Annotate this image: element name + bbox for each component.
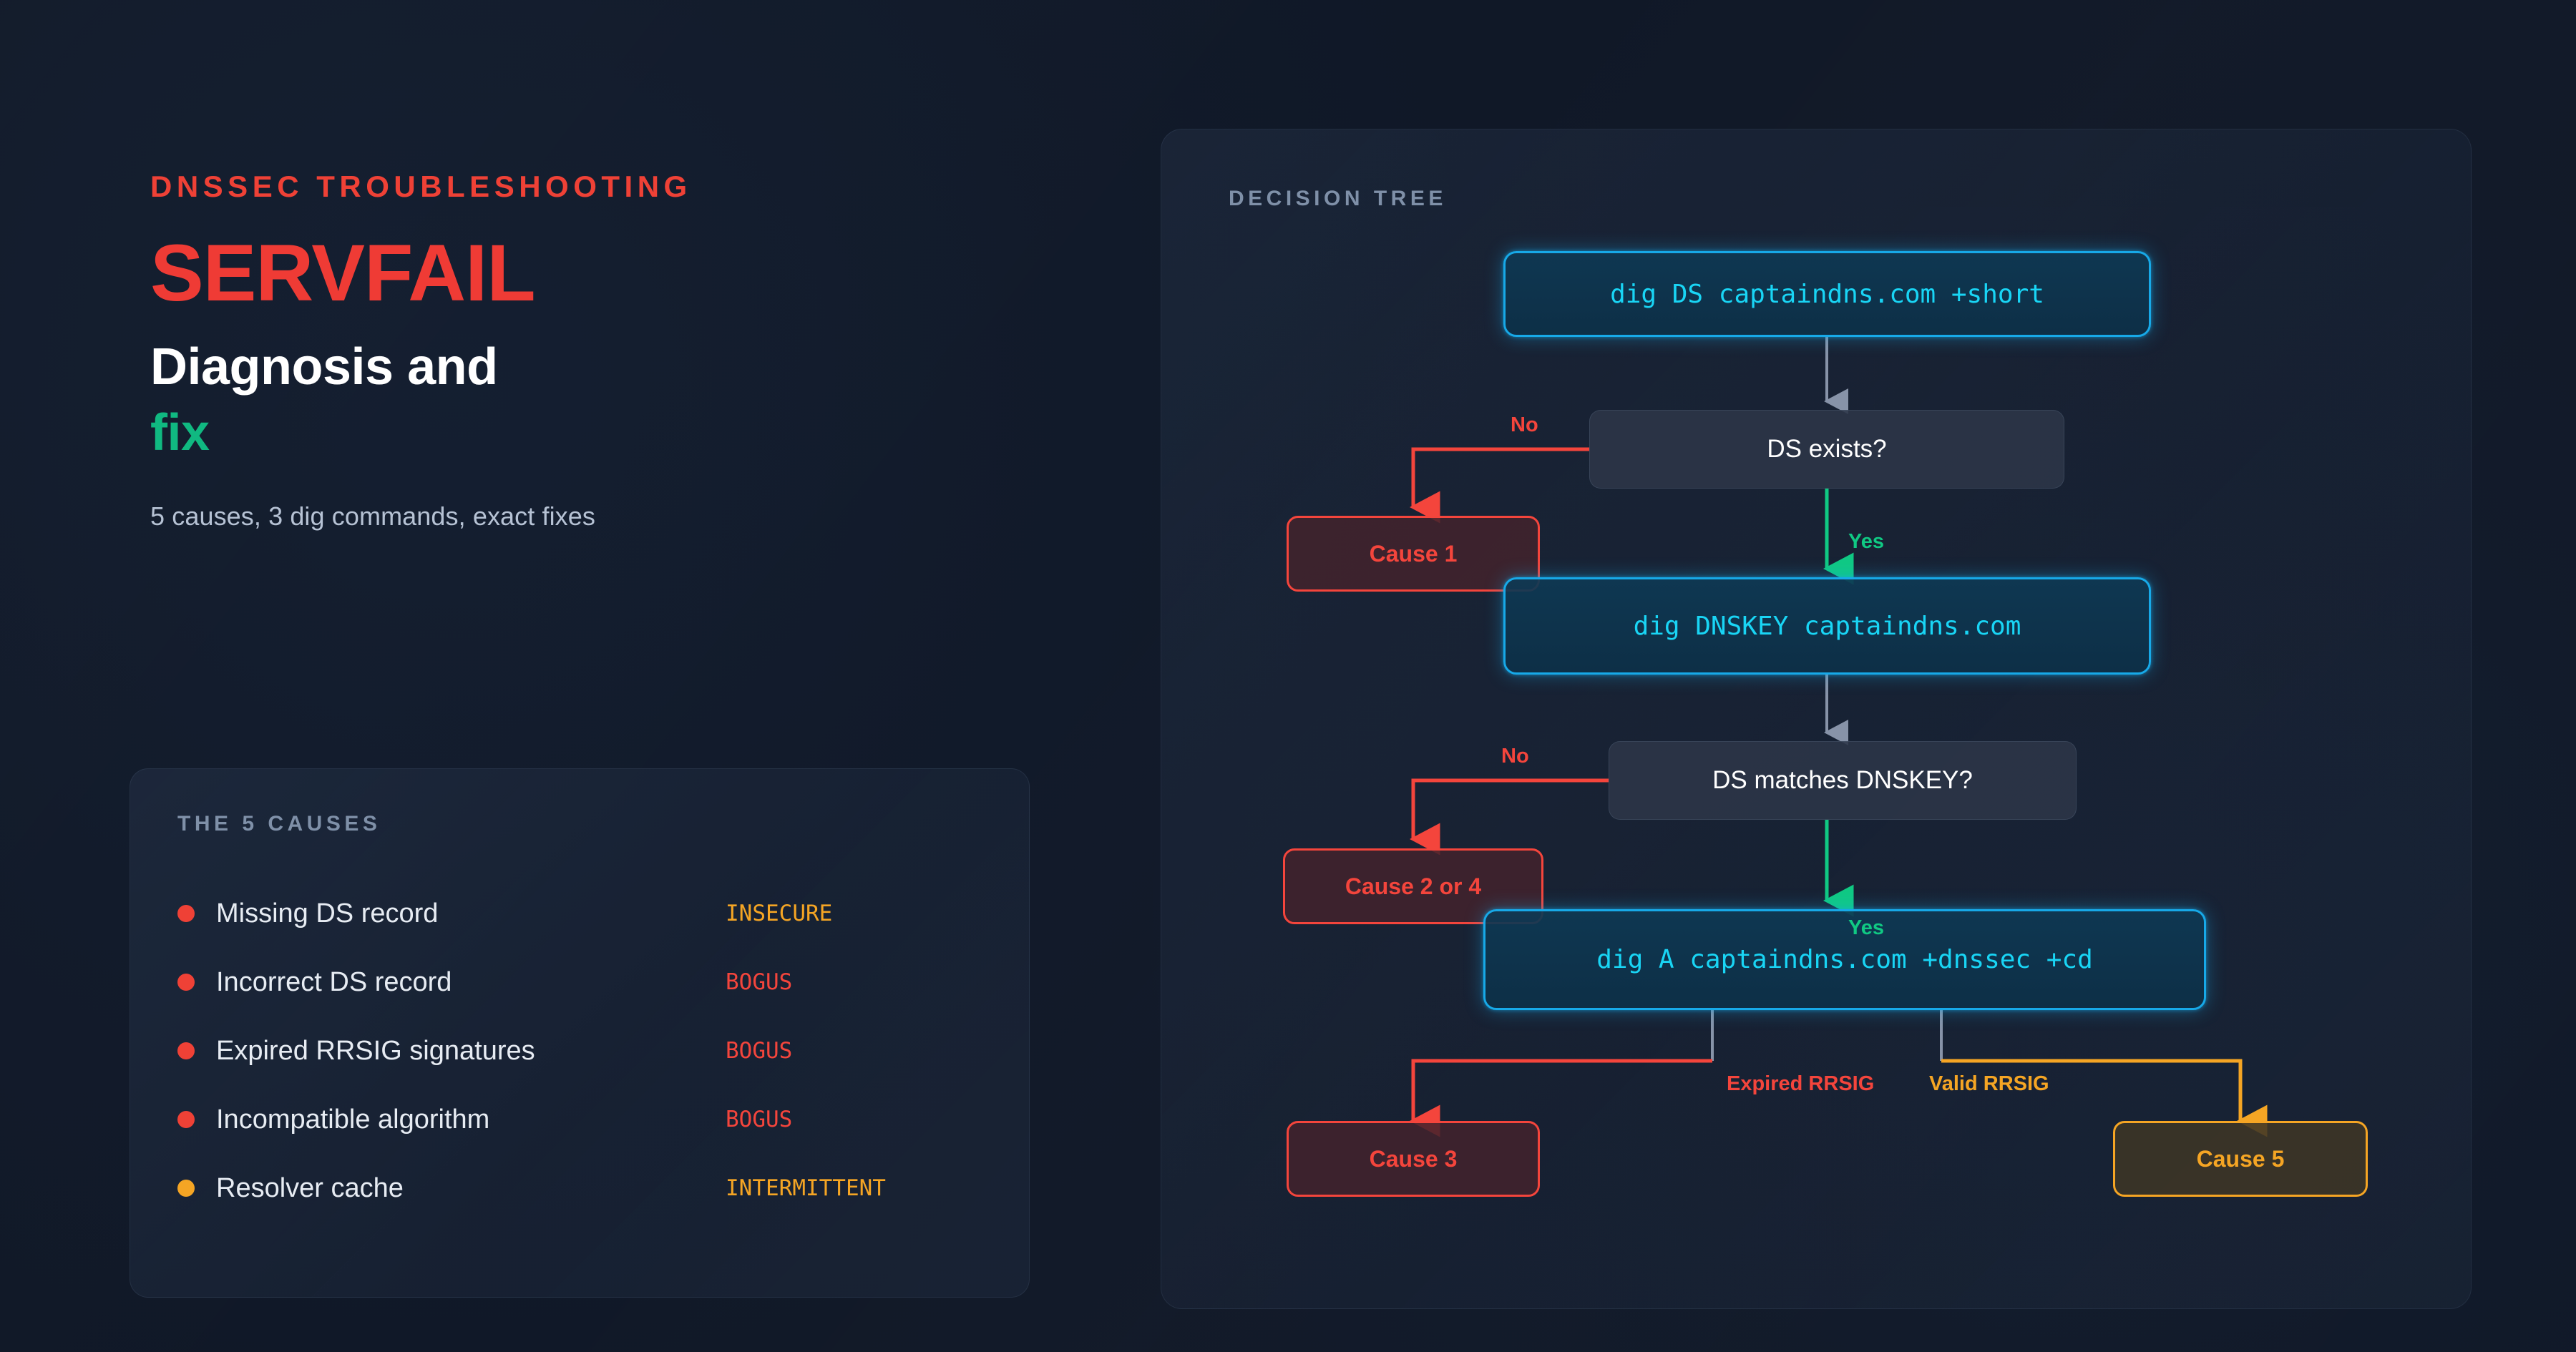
- cause-label: Expired RRSIG signatures: [216, 1035, 535, 1066]
- bullet-dot-icon: [177, 1111, 195, 1128]
- headline-subline: Diagnosis and: [150, 338, 498, 396]
- status-badge: INSECURE: [726, 901, 833, 926]
- list-item: Missing DS record INSECURE: [177, 879, 982, 948]
- outcome-node-cause-5-text: Cause 5: [2196, 1145, 2285, 1172]
- decision-node-ds-matches-dnskey-text: DS matches DNSKEY?: [1712, 766, 1973, 794]
- bullet-dot-icon: [177, 974, 195, 991]
- list-item: Resolver cache INTERMITTENT: [177, 1154, 982, 1223]
- outcome-node-cause-1[interactable]: Cause 1: [1287, 516, 1540, 592]
- bullet-dot-icon: [177, 1180, 195, 1197]
- bullet-dot-icon: [177, 905, 195, 922]
- decision-tree-panel: DECISION TREE: [1161, 129, 2472, 1309]
- edge-label-expired-rrsig: Expired RRSIG: [1727, 1072, 1875, 1095]
- decision-tree-title: DECISION TREE: [1229, 187, 1447, 210]
- causes-list: Missing DS record INSECURE Incorrect DS …: [177, 879, 982, 1223]
- page-title: SERVFAIL: [150, 228, 536, 318]
- hero-text-column: DNSSEC TROUBLESHOOTING SERVFAIL Diagnosi…: [150, 172, 1052, 532]
- command-node-dig-a-dnssec[interactable]: dig A captaindns.com +dnssec +cd: [1483, 909, 2206, 1010]
- command-node-dig-dnskey-text: dig DNSKEY captaindns.com: [1633, 611, 2021, 641]
- causes-card: THE 5 CAUSES Missing DS record INSECURE …: [130, 768, 1030, 1298]
- cause-label: Missing DS record: [216, 898, 439, 929]
- list-item: Expired RRSIG signatures BOGUS: [177, 1017, 982, 1085]
- decision-node-ds-matches-dnskey[interactable]: DS matches DNSKEY?: [1609, 741, 2077, 820]
- cause-label: Incompatible algorithm: [216, 1104, 490, 1135]
- list-item: Incorrect DS record BOGUS: [177, 948, 982, 1017]
- list-item: Incompatible algorithm BOGUS: [177, 1085, 982, 1154]
- edge-label-yes-2: Yes: [1848, 916, 1884, 939]
- status-badge: BOGUS: [726, 1107, 793, 1132]
- outcome-node-cause-3[interactable]: Cause 3: [1287, 1121, 1540, 1197]
- cause-label: Incorrect DS record: [216, 966, 452, 997]
- command-node-dig-dnskey[interactable]: dig DNSKEY captaindns.com: [1503, 577, 2151, 675]
- decision-tree-connectors: [1410, 337, 2268, 1137]
- eyebrow-label: DNSSEC TROUBLESHOOTING: [150, 170, 692, 203]
- headline-accent: fix: [150, 403, 210, 461]
- causes-card-title: THE 5 CAUSES: [177, 812, 381, 836]
- bullet-dot-icon: [177, 1042, 195, 1059]
- edge-label-no-2: No: [1501, 745, 1529, 768]
- command-node-dig-a-dnssec-text: dig A captaindns.com +dnssec +cd: [1596, 945, 2093, 974]
- cause-label: Resolver cache: [216, 1172, 404, 1203]
- edge-label-valid-rrsig: Valid RRSIG: [1929, 1072, 2049, 1095]
- outcome-node-cause-5[interactable]: Cause 5: [2113, 1121, 2368, 1197]
- hero-subtitle: 5 causes, 3 dig commands, exact fixes: [150, 501, 595, 532]
- status-badge: BOGUS: [726, 1038, 793, 1064]
- decision-node-ds-exists-text: DS exists?: [1767, 435, 1887, 463]
- outcome-node-cause-2-or-4-text: Cause 2 or 4: [1345, 873, 1482, 899]
- decision-node-ds-exists[interactable]: DS exists?: [1589, 410, 2064, 489]
- status-badge: INTERMITTENT: [726, 1175, 886, 1201]
- edge-label-no-1: No: [1511, 413, 1538, 436]
- command-node-dig-ds-text: dig DS captaindns.com +short: [1610, 279, 2044, 309]
- outcome-node-cause-3-text: Cause 3: [1369, 1145, 1458, 1172]
- edge-label-yes-1: Yes: [1848, 530, 1884, 553]
- outcome-node-cause-1-text: Cause 1: [1369, 540, 1458, 567]
- command-node-dig-ds[interactable]: dig DS captaindns.com +short: [1503, 251, 2151, 337]
- status-badge: BOGUS: [726, 969, 793, 995]
